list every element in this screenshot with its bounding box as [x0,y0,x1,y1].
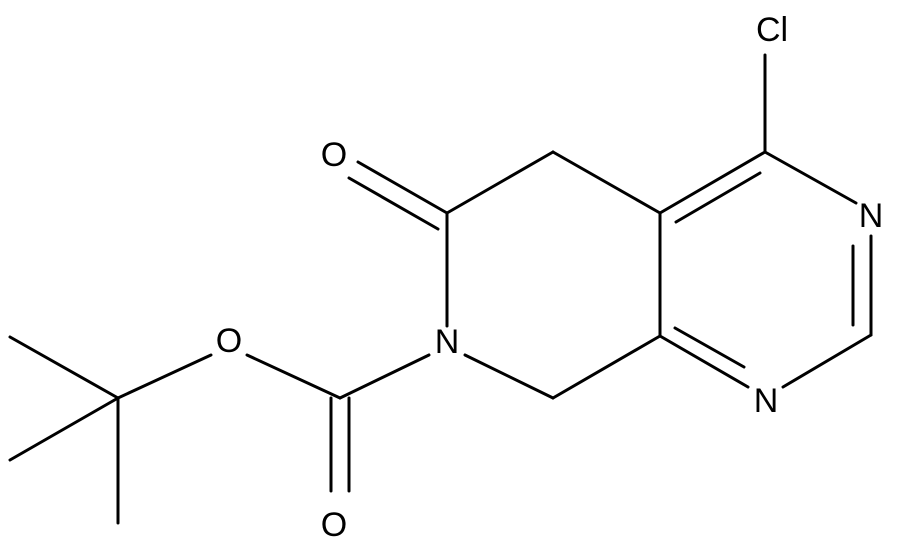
bond-c2-n1 [781,333,873,389]
atom-n-ring-upper: N [859,197,884,235]
atom-o-ketone: O [321,136,347,174]
bond-n7-c8 [463,353,555,400]
atom-o-carbonyl: O [321,506,347,544]
bond-c4a-c4 [658,150,767,215]
bond-n7-ccarbonyl [338,353,431,400]
bond-c5-c6 [445,150,555,215]
atom-labels: Cl N N O N O O [216,11,884,544]
bond-c8-c8a [551,334,662,400]
bonds [8,53,873,525]
atom-n-ring-lower: N [754,382,779,420]
bond-oester-cq [116,353,213,400]
atom-cl: Cl [756,11,788,49]
bond-n1-c8a [658,334,750,389]
bond-c6-o-inner [347,176,440,231]
atom-o-ester: O [216,322,242,360]
bond-c4-n3 [763,150,858,205]
bond-c4a-c5 [551,150,662,215]
bond-c6-o [356,160,449,215]
bond-ccarbonyl-oester [245,353,342,400]
bond-cq-methyl-1 [8,335,120,400]
bond-n1-c8a-inner [673,326,746,369]
bond-c4a-c4-inner [674,171,762,224]
atom-n-amide: N [435,323,460,361]
bond-cq-methyl-2 [8,396,120,462]
